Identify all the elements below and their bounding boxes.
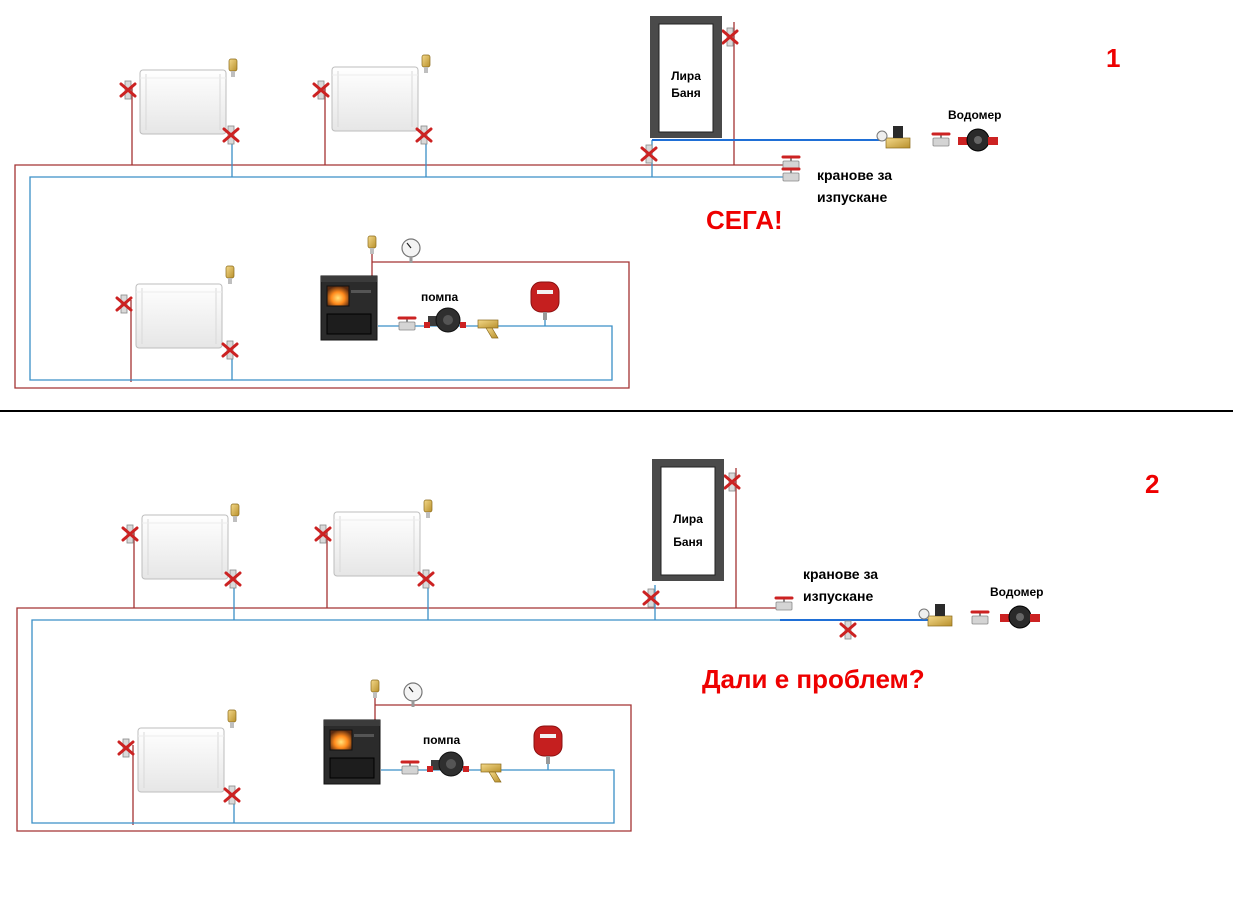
expansion-tank-icon	[530, 281, 560, 321]
valve-icon[interactable]	[640, 143, 658, 165]
diagram-number: 1	[1106, 43, 1120, 73]
air-vent-icon	[423, 499, 433, 519]
stove-icon	[320, 275, 378, 341]
diagram-1: Лира Баня кранове за изпускане Водомер п…	[14, 16, 1120, 389]
air-vent-icon	[230, 503, 240, 523]
bathroom-label: Лира	[673, 512, 703, 526]
valve-icon[interactable]	[119, 79, 137, 101]
expansion-tank-icon	[533, 725, 563, 765]
pressure-gauge-icon	[403, 682, 423, 708]
headline: Дали е проблем?	[702, 664, 925, 694]
valve-icon[interactable]	[417, 568, 435, 590]
water-meter-icon	[957, 128, 999, 152]
ball-valve-icon[interactable]	[970, 610, 990, 626]
bathroom-label: Лира	[671, 69, 701, 83]
radiator-icon	[139, 69, 227, 135]
air-vent-icon	[228, 58, 238, 78]
radiator-icon	[141, 514, 229, 580]
water-meter-label: Водомер	[990, 585, 1044, 599]
pressure-reducer-icon	[876, 125, 911, 149]
pressure-reducer-icon	[918, 603, 953, 627]
valve-icon[interactable]	[115, 293, 133, 315]
ball-valve-icon[interactable]	[781, 167, 801, 183]
bathroom-label: Баня	[673, 535, 703, 549]
stove-icon	[323, 719, 381, 785]
valve-icon[interactable]	[723, 471, 741, 493]
return-pipe	[31, 619, 780, 824]
ball-valve-icon[interactable]	[781, 155, 801, 171]
drain-valves-label: изпускане	[817, 189, 887, 205]
valve-icon[interactable]	[117, 737, 135, 759]
valve-icon[interactable]	[223, 784, 241, 806]
water-meter-label: Водомер	[948, 108, 1002, 122]
return-pipe	[29, 176, 793, 381]
radiator-icon	[135, 283, 223, 349]
valve-icon[interactable]	[221, 339, 239, 361]
pump-label: помпа	[423, 733, 461, 747]
pressure-gauge-icon	[401, 238, 421, 264]
water-meter-icon	[999, 605, 1041, 629]
towel-rail-icon	[650, 16, 722, 138]
radiator-icon	[137, 727, 225, 793]
radiator-icon	[333, 511, 421, 577]
valve-icon[interactable]	[415, 124, 433, 146]
valve-icon[interactable]	[314, 523, 332, 545]
ball-valve-icon[interactable]	[397, 316, 417, 332]
air-vent-icon	[370, 679, 380, 699]
diagram-number: 2	[1145, 469, 1159, 499]
air-vent-icon	[367, 235, 377, 255]
bathroom-label: Баня	[671, 86, 701, 100]
ball-valve-icon[interactable]	[774, 596, 794, 612]
pump-icon	[423, 307, 467, 333]
valve-icon[interactable]	[121, 523, 139, 545]
filter-icon	[480, 763, 502, 783]
pump-icon	[426, 751, 470, 777]
air-vent-icon	[227, 709, 237, 729]
ball-valve-icon[interactable]	[931, 132, 951, 148]
supply-pipe	[16, 607, 778, 832]
drain-valves-label: изпускане	[803, 588, 873, 604]
valve-icon[interactable]	[312, 79, 330, 101]
valve-icon[interactable]	[839, 619, 857, 641]
supply-pipe	[14, 164, 793, 389]
radiator-icon	[331, 66, 419, 132]
air-vent-icon	[421, 54, 431, 74]
drain-valves-label: кранове за	[817, 167, 892, 183]
valve-icon[interactable]	[721, 26, 739, 48]
towel-rail-icon	[652, 459, 724, 581]
valve-icon[interactable]	[642, 587, 660, 609]
filter-icon	[477, 319, 499, 339]
ball-valve-icon[interactable]	[400, 760, 420, 776]
drain-valves-label: кранове за	[803, 566, 878, 582]
diagram-2: Лира Баня кранове за изпускане Водомер п…	[16, 459, 1159, 832]
headline: СЕГА!	[706, 205, 783, 235]
air-vent-icon	[225, 265, 235, 285]
pump-label: помпа	[421, 290, 459, 304]
